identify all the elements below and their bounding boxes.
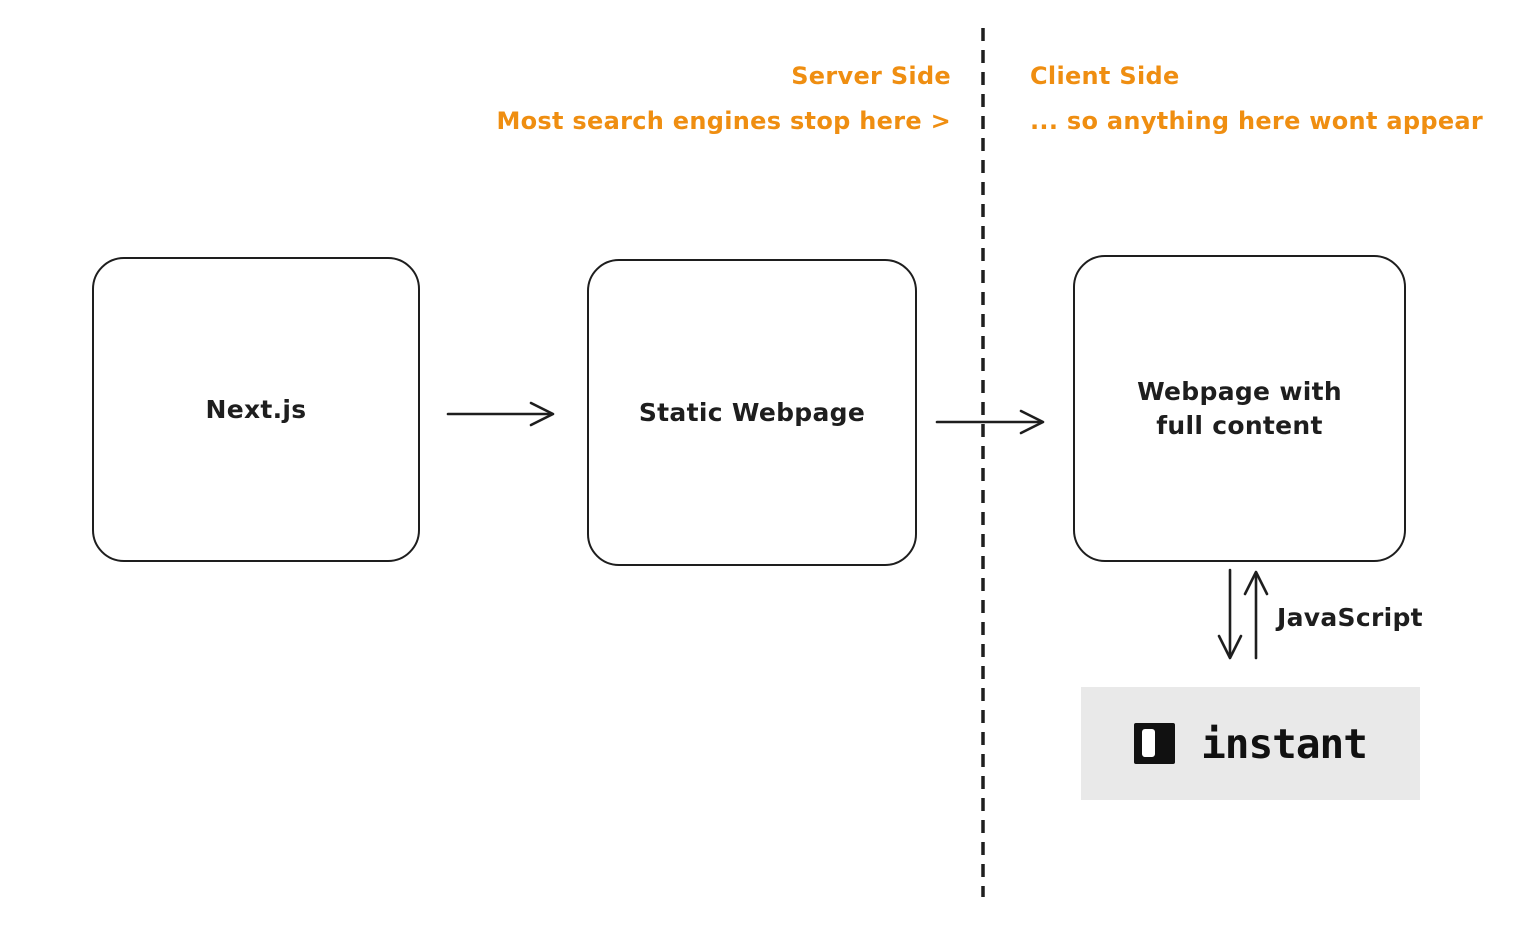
javascript-edge-label: JavaScript — [1277, 603, 1423, 632]
node-static-webpage: Static Webpage — [587, 259, 917, 566]
arrow-instant-to-webpage — [1243, 570, 1269, 660]
node-webpage-full-content: Webpage with full content — [1073, 255, 1406, 562]
node-webpage-full-content-label: Webpage with full content — [1137, 376, 1342, 440]
node-nextjs-label: Next.js — [205, 394, 307, 424]
server-side-title: Server Side — [791, 62, 951, 90]
node-static-webpage-label: Static Webpage — [638, 397, 866, 427]
arrow-nextjs-to-static — [446, 401, 555, 427]
arrow-static-to-full — [935, 409, 1045, 435]
client-side-note: ... so anything here wont appear — [1030, 107, 1484, 135]
instant-logo-text: instant — [1201, 719, 1368, 768]
client-side-title: Client Side — [1030, 62, 1180, 90]
instant-logo-icon — [1134, 723, 1176, 764]
instant-logo-badge: instant — [1081, 687, 1420, 800]
node-nextjs: Next.js — [92, 257, 420, 562]
instant-logo-icon-inner — [1142, 729, 1156, 757]
server-side-note: Most search engines stop here > — [496, 107, 951, 135]
server-side-annotation: Server Side Most search engines stop her… — [496, 54, 951, 144]
client-side-annotation: Client Side ... so anything here wont ap… — [1030, 54, 1483, 144]
arrow-webpage-to-instant — [1217, 568, 1243, 660]
